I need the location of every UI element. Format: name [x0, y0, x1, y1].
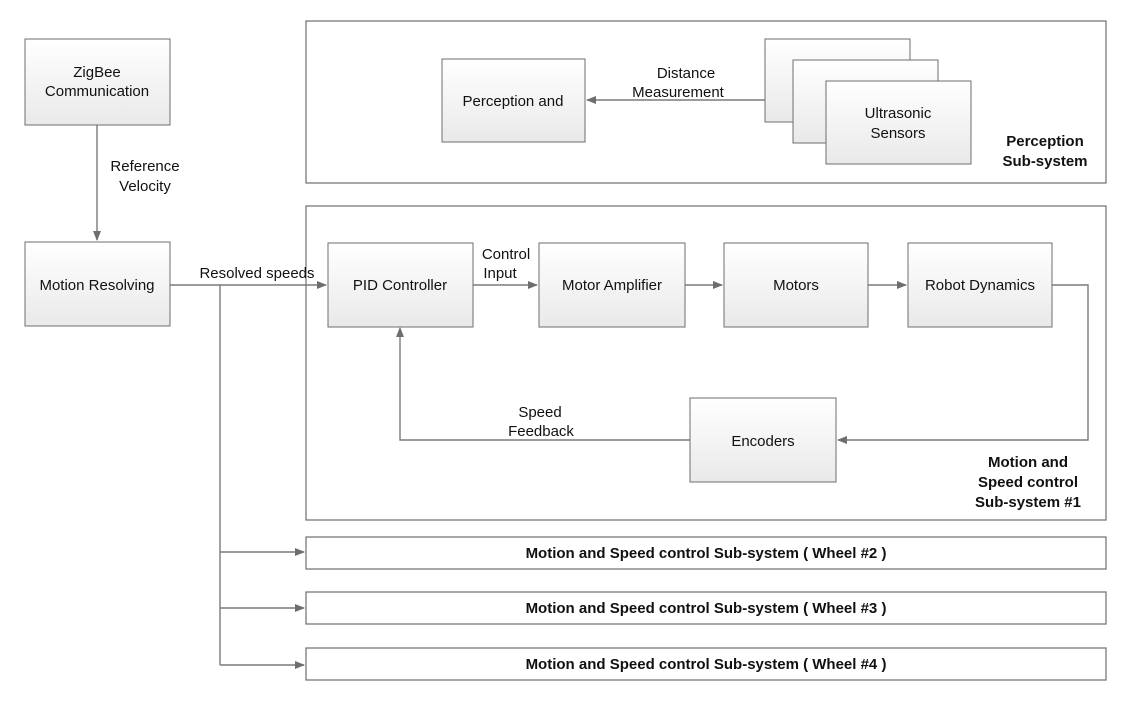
motors-label: Motors [773, 277, 819, 294]
zigbee-label-line2: Communication [45, 83, 149, 100]
motion-resolving-block: Motion Resolving [24, 241, 171, 327]
motion-subsystem-1-title-line1: Motion and [988, 454, 1068, 471]
perception-subsystem-frame [305, 20, 1107, 184]
motion-subsystem-1-title-line2: Speed control [978, 474, 1078, 491]
distance-measurement-line2: Measurement [632, 84, 725, 101]
motion-resolving-label: Motion Resolving [39, 277, 154, 294]
motor-amplifier-label: Motor Amplifier [562, 277, 662, 294]
ultrasonic-sensors-stack: Ultrasonic Sensors [764, 38, 972, 165]
perception-subsystem-title-line2: Sub-system [1002, 153, 1087, 170]
wheel-4-subsystem-box [305, 647, 1107, 681]
robot-dynamics-block: Robot Dynamics [907, 242, 1053, 328]
resolved-speeds-label: Resolved speeds [199, 265, 314, 282]
speed-feedback-arrow [396, 327, 690, 441]
perception-subsystem-title-line1: Perception [1006, 133, 1084, 150]
robot-dynamics-label: Robot Dynamics [925, 277, 1035, 294]
ultrasonic-label-line2: Sensors [870, 125, 925, 142]
wheel-2-subsystem-box [305, 536, 1107, 570]
speed-feedback-line1: Speed [518, 404, 561, 421]
wheel-3-subsystem-label: Motion and Speed control Sub-system ( Wh… [526, 600, 887, 617]
pid-controller-block: PID Controller [327, 242, 474, 328]
control-input-line1: Control [482, 246, 530, 263]
motion-subsystem-1-title-line3: Sub-system #1 [975, 494, 1081, 511]
control-input-line2: Input [483, 265, 517, 282]
reference-velocity-line2: Velocity [119, 178, 171, 195]
wheel-3-subsystem-box [305, 591, 1107, 625]
ultrasonic-label-line1: Ultrasonic [865, 105, 932, 122]
wheel-4-subsystem-label: Motion and Speed control Sub-system ( Wh… [526, 656, 887, 673]
motor-amplifier-block: Motor Amplifier [538, 242, 686, 328]
reference-velocity-line1: Reference [110, 158, 179, 175]
motors-block: Motors [723, 242, 869, 328]
dynamics-to-encoders-arrow [837, 284, 1089, 444]
encoders-block: Encoders [689, 397, 837, 483]
perception-block: Perception and [441, 58, 586, 143]
pid-controller-label: PID Controller [353, 277, 447, 294]
wheel-2-subsystem-label: Motion and Speed control Sub-system ( Wh… [526, 545, 887, 562]
zigbee-label-line1: ZigBee [73, 64, 121, 81]
distance-measurement-line1: Distance [657, 65, 715, 82]
zigbee-communication-block: ZigBee Communication [24, 38, 171, 126]
speed-feedback-line2: Feedback [508, 423, 574, 440]
perception-block-label: Perception and [463, 93, 564, 110]
ultrasonic-sensor-front [825, 80, 972, 165]
encoders-label: Encoders [731, 433, 794, 450]
